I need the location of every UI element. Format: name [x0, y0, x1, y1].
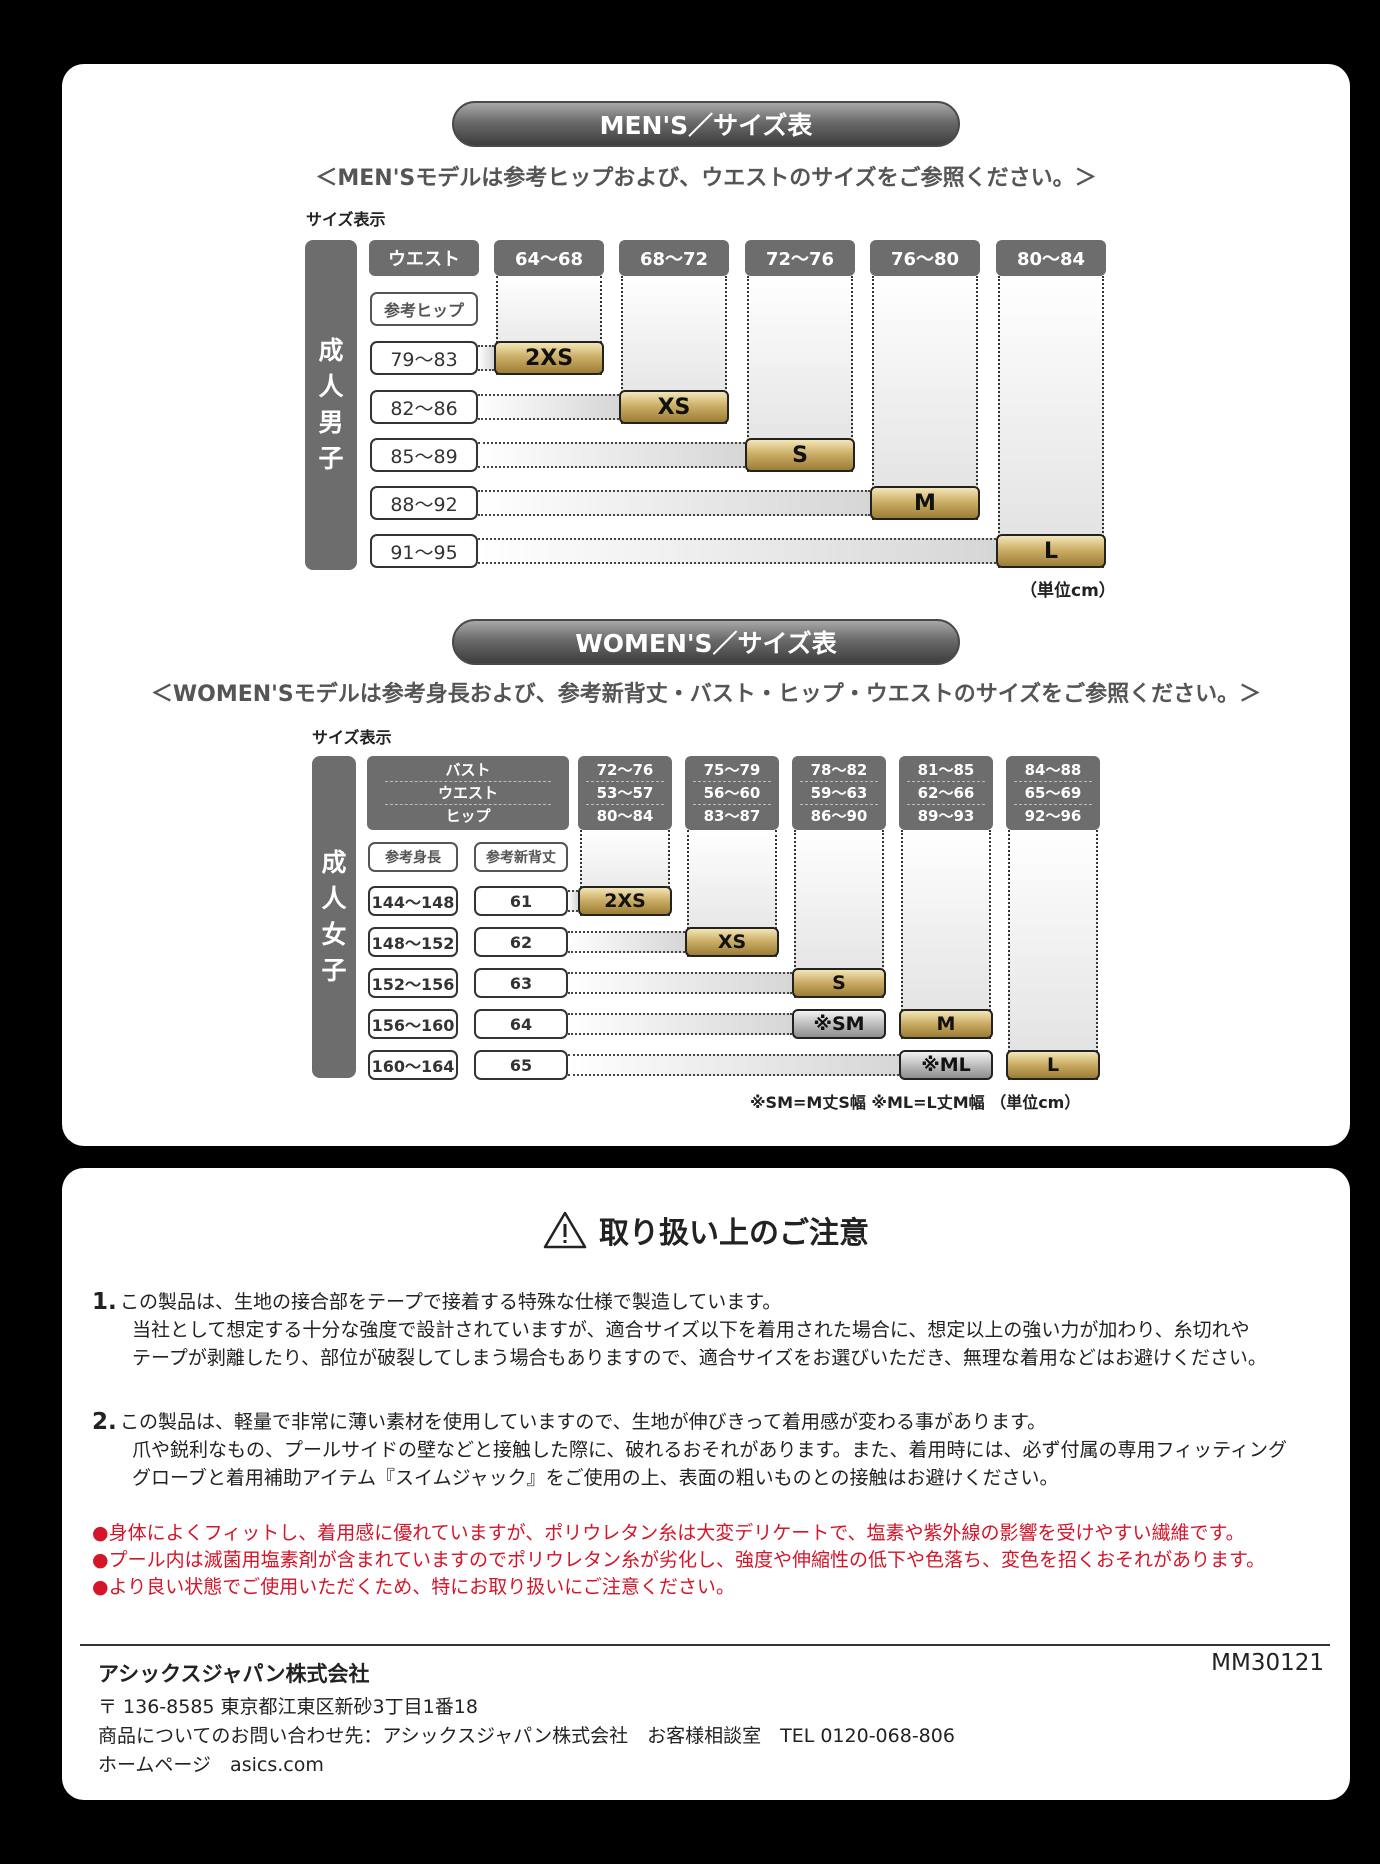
womens-size-badge: L: [1006, 1050, 1100, 1080]
homepage: ホームページ asics.com: [98, 1754, 324, 1776]
womens-col-value: 62〜66: [907, 782, 985, 805]
mens-unit: （単位cm）: [1020, 581, 1116, 601]
mens-hip-row: 79〜83: [370, 341, 478, 375]
womens-height-row: 144〜148: [368, 886, 458, 916]
womens-col-value: 56〜60: [693, 782, 771, 805]
mens-size-badge: M: [870, 486, 980, 520]
womens-col-value: 92〜96: [1024, 807, 1082, 825]
mens-hip-row: 88〜92: [370, 486, 478, 520]
womens-size-column: [1008, 830, 1098, 1080]
mens-size-badge: L: [996, 534, 1106, 568]
notice-item-2: 2. この製品は、軽量で非常に薄い素材を使用していますので、生地が伸びきって着用…: [92, 1409, 1288, 1489]
product-code: MM30121: [1211, 1650, 1324, 1676]
mens-title-banner: MEN'S／サイズ表: [452, 101, 960, 147]
mens-waist-header: ウエスト: [369, 240, 479, 276]
mens-size-bar: [478, 442, 745, 468]
womens-col-value: 78〜82: [800, 759, 878, 782]
womens-size-badge: S: [792, 968, 886, 998]
mens-size-badge: S: [745, 438, 855, 472]
warning-icon: [543, 1211, 587, 1249]
womens-col-value: 53〜57: [586, 782, 664, 805]
womens-col-value: 83〜87: [703, 807, 761, 825]
mens-title: MEN'S／サイズ表: [599, 111, 813, 140]
mens-size-column: [998, 276, 1104, 568]
address: 〒 136-8585 東京都江東区新砂3丁目1番18: [98, 1696, 478, 1718]
mens-waist-col-header: 64〜68: [494, 240, 604, 276]
womens-back-row: 65: [474, 1050, 568, 1080]
warning-list: 身体によくフィットし、着用感に優れていますが、ポリウレタン糸は大変デリケートで、…: [92, 1520, 1332, 1601]
womens-back-row: 63: [474, 968, 568, 998]
mens-hip-row: 85〜89: [370, 438, 478, 472]
womens-size-bar: [568, 972, 792, 994]
womens-subtitle: ＜WOMEN'Sモデルは参考身長および、参考新背丈・バスト・ヒップ・ウエストのサ…: [150, 682, 1262, 707]
womens-size-bar: [568, 1054, 899, 1076]
mens-size-badge: XS: [619, 390, 729, 424]
womens-title-banner: WOMEN'S／サイズ表: [452, 619, 960, 665]
mens-waist-col-header: 76〜80: [870, 240, 980, 276]
womens-height-row: 160〜164: [368, 1050, 458, 1080]
womens-footnote: ※SM=M丈S幅 ※ML=L丈M幅 （単位cm）: [750, 1093, 1081, 1112]
womens-size-label: サイズ表示: [312, 728, 392, 747]
womens-col-value: 72〜76: [586, 759, 664, 782]
womens-size-badge: M: [899, 1009, 993, 1039]
mens-category: 成 人 男 子: [305, 240, 357, 570]
womens-back-row: 62: [474, 927, 568, 957]
womens-col-value: 86〜90: [810, 807, 868, 825]
mens-waist-col-header: 68〜72: [619, 240, 729, 276]
footer-divider: [80, 1644, 1330, 1646]
womens-special-size-badge: ※ML: [899, 1050, 993, 1080]
notice-title: 取り扱い上のご注意: [62, 1208, 1350, 1252]
notice-item-1: 1. この製品は、生地の接合部をテープで接着する特殊な仕様で製造しています。 当…: [92, 1289, 1267, 1369]
womens-title: WOMEN'S／サイズ表: [575, 629, 837, 658]
mens-size-column: [872, 276, 978, 520]
womens-height-row: 152〜156: [368, 968, 458, 998]
womens-height-header: 参考身長: [368, 842, 458, 872]
womens-back-row: 61: [474, 886, 568, 916]
contact-info: 商品についてのお問い合わせ先：アシックスジャパン株式会社 お客様相談室 TEL …: [98, 1725, 955, 1747]
womens-back-row: 64: [474, 1009, 568, 1039]
womens-col-value: 81〜85: [907, 759, 985, 782]
mens-size-badge: 2XS: [494, 341, 604, 375]
mens-hip-header: 参考ヒップ: [370, 292, 478, 326]
womens-special-size-badge: ※SM: [792, 1009, 886, 1039]
womens-size-badge: XS: [685, 927, 779, 957]
womens-height-row: 156〜160: [368, 1009, 458, 1039]
mens-waist-col-header: 72〜76: [745, 240, 855, 276]
mens-size-bar: [478, 490, 870, 516]
size-chart-panel: MEN'S／サイズ表 ＜MEN'Sモデルは参考ヒップおよび、ウエストのサイズをご…: [62, 64, 1350, 1146]
mens-hip-row: 91〜95: [370, 534, 478, 568]
mens-size-bar: [478, 345, 494, 371]
womens-size-bar: [568, 1013, 792, 1035]
womens-col-value: 75〜79: [693, 759, 771, 782]
womens-size-bar: [568, 890, 578, 912]
womens-col-value: 84〜88: [1014, 759, 1092, 782]
womens-col-value: 80〜84: [596, 807, 654, 825]
mens-hip-row: 82〜86: [370, 390, 478, 424]
womens-size-badge: 2XS: [578, 886, 672, 916]
mens-waist-col-header: 80〜84: [996, 240, 1106, 276]
womens-col-value: 65〜69: [1014, 782, 1092, 805]
womens-size-column: [901, 830, 991, 1039]
womens-back-header: 参考新背丈: [474, 842, 568, 872]
mens-subtitle: ＜MEN'Sモデルは参考ヒップおよび、ウエストのサイズをご参照ください。＞: [315, 166, 1097, 191]
womens-col-value: 59〜63: [800, 782, 878, 805]
mens-size-label: サイズ表示: [306, 210, 386, 229]
womens-height-row: 148〜152: [368, 927, 458, 957]
notice-panel: 取り扱い上のご注意 1. この製品は、生地の接合部をテープで接着する特殊な仕様で…: [62, 1168, 1350, 1800]
womens-col-value: 89〜93: [917, 807, 975, 825]
mens-size-bar: [478, 394, 619, 420]
womens-category: 成 人 女 子: [312, 756, 356, 1078]
company-name: アシックスジャパン株式会社: [98, 1662, 370, 1686]
mens-size-bar: [478, 538, 996, 564]
womens-measure-header: バスト ウエスト ヒップ: [367, 756, 569, 830]
womens-size-bar: [568, 931, 685, 953]
